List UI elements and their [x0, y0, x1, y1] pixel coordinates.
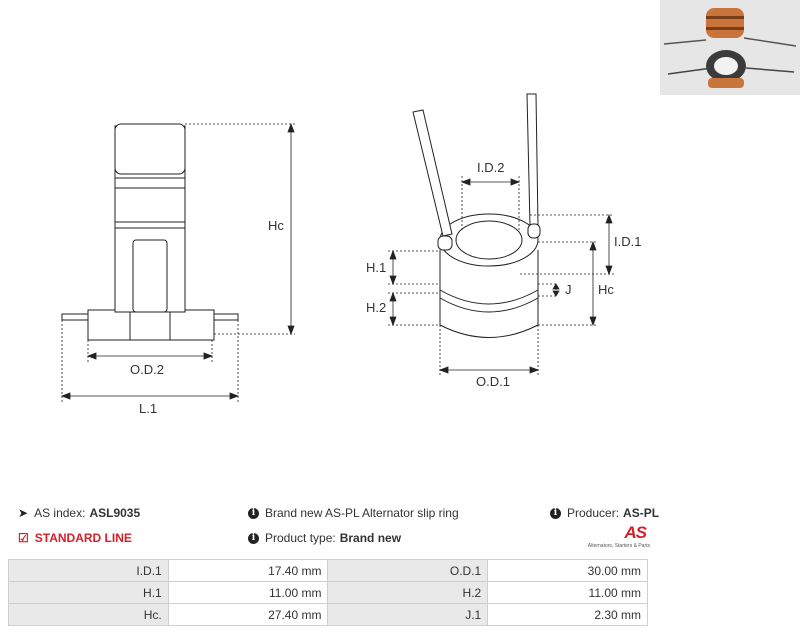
left-dimensions — [60, 122, 295, 402]
checkbox-icon: ☑ — [18, 531, 29, 545]
as-index-value: ASL9035 — [89, 506, 141, 520]
description: i Brand new AS-PL Alternator slip ring — [248, 506, 459, 520]
spec-key: O.D.1 — [327, 559, 489, 582]
label-hc-left: Hc — [268, 218, 284, 233]
logo-text: AS — [624, 523, 647, 542]
as-pl-logo: AS Alternators, Starters & Parts — [586, 523, 650, 553]
label-id2: I.D.2 — [477, 160, 504, 175]
as-index-label: AS index: — [34, 506, 86, 520]
label-h1: H.1 — [366, 260, 386, 275]
logo-tagline: Alternators, Starters & Parts — [587, 543, 650, 549]
spec-value: 11.00 mm — [167, 581, 329, 604]
label-hc-right: Hc — [598, 282, 614, 297]
right-front-view — [412, 93, 541, 338]
label-od1: O.D.1 — [476, 374, 510, 389]
label-id1: I.D.1 — [614, 234, 641, 249]
spec-table: I.D.1 17.40 mm O.D.1 30.00 mm H.1 11.00 … — [8, 559, 648, 626]
product-type-label: Product type: — [265, 531, 336, 545]
standard-line-label: STANDARD LINE — [34, 531, 132, 545]
description-text: Brand new AS-PL Alternator slip ring — [265, 506, 459, 520]
spec-key: Hc. — [8, 603, 169, 626]
spec-key: I.D.1 — [8, 559, 169, 582]
producer-value: AS-PL — [623, 506, 660, 520]
spec-value: 2.30 mm — [487, 603, 648, 626]
table-row: H.1 11.00 mm H.2 11.00 mm — [8, 581, 648, 604]
as-index: ➤ AS index: ASL9035 — [18, 506, 140, 520]
info-icon: i — [248, 507, 259, 519]
spec-key: J.1 — [327, 603, 489, 626]
spec-value: 27.40 mm — [167, 603, 329, 626]
info-icon: i — [550, 507, 561, 519]
left-side-view — [61, 123, 239, 341]
right-dimensions — [388, 176, 614, 376]
label-h2: H.2 — [366, 300, 386, 315]
product-type: i Product type: Brand new — [248, 531, 401, 545]
label-l1: L.1 — [139, 401, 157, 416]
tags-icon: ➤ — [18, 506, 29, 520]
producer: i Producer: AS-PL — [550, 506, 659, 520]
product-photo — [660, 0, 800, 95]
table-row: Hc. 27.40 mm J.1 2.30 mm — [8, 603, 648, 626]
technical-drawing: Hc O.D.2 L.1 — [60, 0, 800, 416]
product-type-value: Brand new — [339, 531, 402, 545]
table-row: I.D.1 17.40 mm O.D.1 30.00 mm — [8, 559, 648, 582]
spec-value: 30.00 mm — [487, 559, 648, 582]
producer-label: Producer: — [567, 506, 620, 520]
info-icon: i — [248, 532, 259, 544]
spec-value: 17.40 mm — [167, 559, 329, 582]
spec-key: H.1 — [8, 581, 169, 604]
label-j: J — [565, 282, 572, 297]
spec-value: 11.00 mm — [487, 581, 648, 604]
label-od2: O.D.2 — [130, 362, 164, 377]
standard-line: ☑ STANDARD LINE — [18, 531, 132, 545]
spec-key: H.2 — [327, 581, 489, 604]
